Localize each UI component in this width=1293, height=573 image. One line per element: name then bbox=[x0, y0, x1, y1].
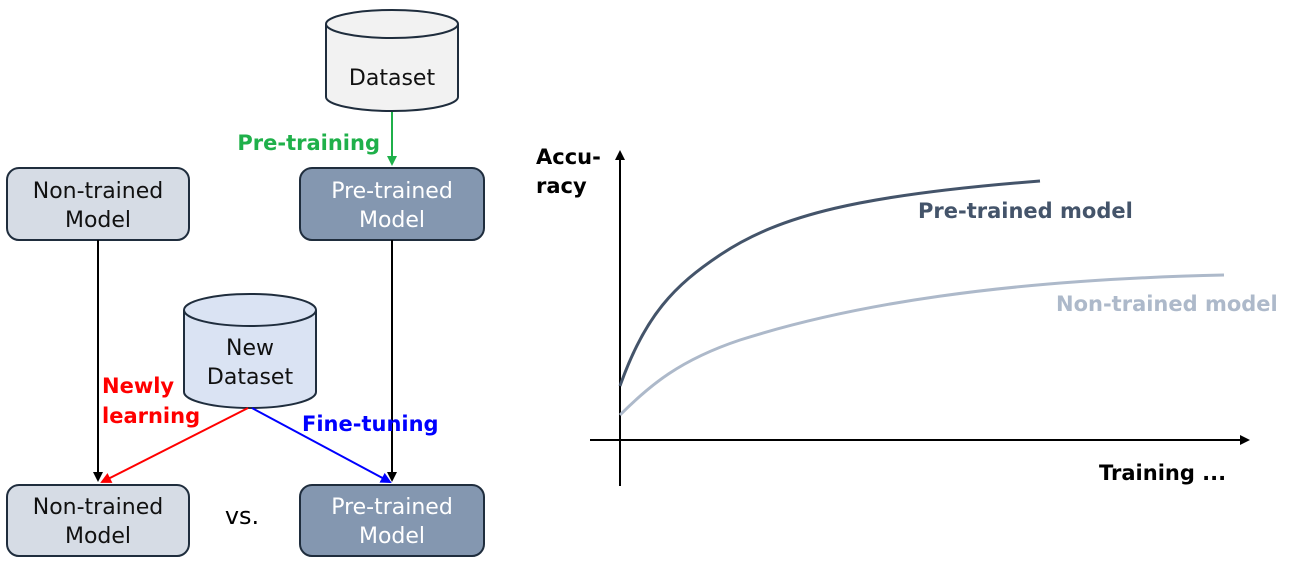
non-trained-bottom-line2: Model bbox=[65, 524, 131, 549]
pre-trained-model-bottom: Pre-trained Model bbox=[299, 484, 485, 557]
fine-tuning-arrow bbox=[251, 407, 392, 483]
non-trained-model-bottom: Non-trained Model bbox=[6, 484, 190, 557]
y-axis-label-line1: Accu- bbox=[536, 145, 601, 169]
newly-learning-arrow bbox=[100, 407, 249, 483]
pretrained-curve-label: Pre-trained model bbox=[918, 199, 1133, 223]
dataset-label: Dataset bbox=[349, 66, 436, 91]
untrained-curve bbox=[618, 273, 1225, 417]
new-dataset-line1: New bbox=[226, 336, 274, 361]
non-trained-top-line1: Non-trained bbox=[33, 179, 164, 204]
x-axis-label: Training ... bbox=[1099, 461, 1226, 485]
dataset-cylinder: Dataset bbox=[325, 9, 459, 112]
pre-trained-bottom-line1: Pre-trained bbox=[331, 495, 453, 520]
pre-trained-bottom-line2: Model bbox=[359, 524, 425, 549]
newly-learning-line1: Newly bbox=[102, 374, 174, 398]
pretrained-curve bbox=[618, 179, 1041, 387]
untrained-curve-label: Non-trained model bbox=[1056, 292, 1278, 316]
vs-label: vs. bbox=[225, 502, 259, 530]
newly-learning-line2: learning bbox=[102, 404, 200, 428]
pre-trained-model-top: Pre-trained Model bbox=[299, 167, 485, 241]
fine-tuning-label: Fine-tuning bbox=[302, 412, 439, 436]
non-trained-bottom-line1: Non-trained bbox=[33, 495, 164, 520]
pre-trained-top-line1: Pre-trained bbox=[331, 179, 453, 204]
new-dataset-line2: Dataset bbox=[207, 365, 294, 390]
pretraining-label: Pre-training bbox=[237, 131, 380, 155]
y-axis-label-line2: racy bbox=[536, 174, 587, 198]
pre-trained-top-line2: Model bbox=[359, 208, 425, 233]
new-dataset-cylinder: New Dataset bbox=[183, 293, 317, 409]
non-trained-model-top: Non-trained Model bbox=[6, 167, 190, 241]
non-trained-top-line2: Model bbox=[65, 208, 131, 233]
